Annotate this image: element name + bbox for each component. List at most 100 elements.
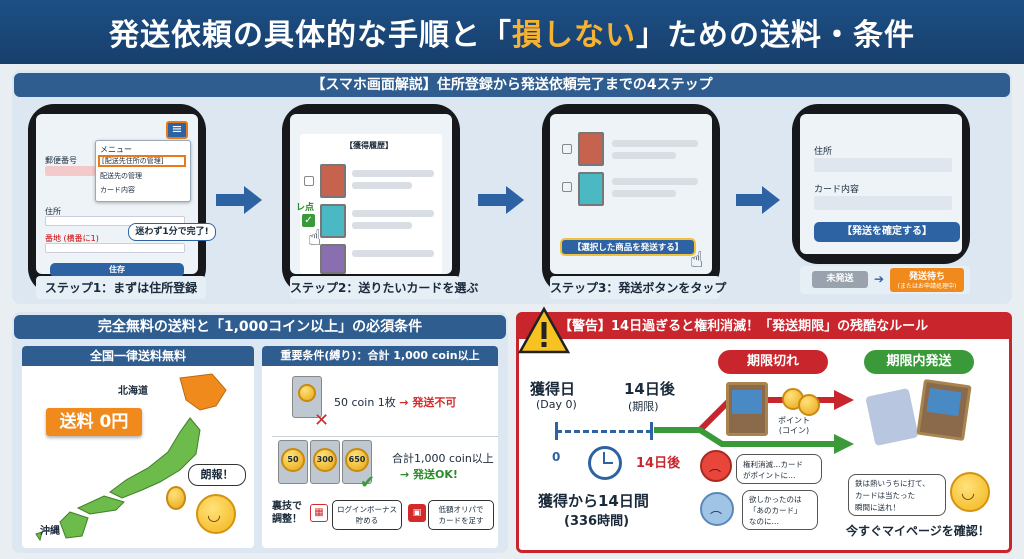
menu-item-address[interactable]: [配送先住所の管理] <box>98 155 186 167</box>
card-thumbnail <box>320 244 346 274</box>
shipping-title: 完全無料の送料と「1,000コイン以上」の必須条件 <box>14 315 506 339</box>
good-news-bubble: 朗報！ <box>188 464 246 486</box>
field-address-input[interactable] <box>45 216 185 226</box>
arrow-right-icon <box>244 186 262 214</box>
menu-title: メニュー <box>100 145 132 154</box>
checkbox[interactable] <box>562 182 572 192</box>
confirm-shipping-button[interactable]: 【発送を確定する】 <box>814 222 960 242</box>
coin-icon: 300 <box>313 448 337 472</box>
step3-caption: ステップ3：発送ボタンをタップ <box>550 276 726 299</box>
arrow-right-icon <box>506 186 524 214</box>
hokkaido-label: 北海道 <box>118 386 148 397</box>
checkbox[interactable] <box>562 144 572 154</box>
calendar-icon: ▦ <box>310 504 328 522</box>
flow-arrow <box>478 194 508 206</box>
field-street-input[interactable] <box>45 243 185 253</box>
arrow-right-icon: ➔ <box>874 272 885 286</box>
history-header: 【獲得履歴】 <box>345 141 393 150</box>
period-sub: (336時間) <box>564 514 630 529</box>
combo-result: → 発送OK! <box>400 468 458 481</box>
status-pending-label: 発送待ち <box>908 272 945 282</box>
expired-label: 期限切れ <box>718 350 828 374</box>
arrow-right-icon <box>762 186 780 214</box>
happy-bubble: 鉄は熱いうちに打て、 カードは当たった 瞬間に送れ！ <box>848 474 946 516</box>
period-label: 獲得から14日間 <box>538 492 649 510</box>
page-title: 発送依頼の具体的な手順と「損しない」ための送料・条件 <box>109 18 915 53</box>
day0-sub: (Day 0) <box>536 398 577 411</box>
field-postal-input[interactable] <box>45 166 95 176</box>
status-pending <box>890 268 964 292</box>
coin-icon: 50 <box>281 448 305 472</box>
timeline-dashed <box>556 430 652 433</box>
step1-caption: ステップ1：まずは住所登録 <box>36 276 206 299</box>
notch <box>850 104 912 114</box>
axis-zero: 0 <box>552 450 561 464</box>
trick-label: 裏技で 調整！ <box>272 501 302 525</box>
card-art <box>732 390 762 414</box>
angry-face-mouth: ︵ <box>709 460 722 474</box>
flow-arrow <box>216 194 246 206</box>
day0-label: 獲得日 <box>530 380 576 398</box>
single-card-text: 50 coin 1枚 → 発送不可 <box>334 396 457 409</box>
notch <box>600 104 662 114</box>
timeline-tick-end <box>650 422 653 440</box>
smiley-icon <box>196 494 236 534</box>
field-postal-label: 郵便番号 <box>45 156 77 165</box>
clock-icon <box>588 446 622 480</box>
gift-icon: ▣ <box>408 504 426 522</box>
menu-item-cards[interactable]: カード内容 <box>100 186 135 194</box>
flow-arrow <box>736 194 764 206</box>
sad-face-icon <box>700 492 734 526</box>
cross-icon: ✕ <box>314 410 330 431</box>
card-thumbnail <box>320 164 346 198</box>
clock-hand <box>603 462 613 464</box>
tip-login-bonus: ログインボーナス 貯める <box>332 500 402 530</box>
dropdown-menu <box>95 140 191 202</box>
condition-title: 重要条件(縛り)：合計 1,000 coin以上 <box>262 346 498 366</box>
card-display <box>814 196 952 210</box>
card-thumbnail <box>578 172 604 206</box>
sad-bubble-1: 権利消滅…カード がポイントに… <box>736 454 822 484</box>
ship-selected-button[interactable]: 【選択した商品を発送する】 <box>560 238 696 256</box>
hamburger-menu-icon[interactable]: ≡ <box>166 121 188 139</box>
check-label: レ点 <box>296 203 315 213</box>
field-address-label: 住所 <box>814 147 833 157</box>
step2-caption: ステップ2：送りたいカードを選ぶ <box>290 276 478 299</box>
clock-hand <box>603 452 605 464</box>
status-pending-sub: (またはお申請処理中) <box>897 283 957 290</box>
smiley-face: ◡ <box>207 505 221 524</box>
coin-icon: 650 <box>345 448 369 472</box>
field-street-label: 番地 (横番に1) <box>45 234 99 243</box>
divider <box>272 436 498 437</box>
free-shipping-title: 全国一律送料無料 <box>22 346 254 366</box>
warning-triangle-icon <box>518 306 570 354</box>
warning-title: 【警告】14日過ぎると権利消滅！「発送期限」の残酷なルール <box>519 315 1009 339</box>
card-art <box>926 387 962 417</box>
angry-face-icon <box>700 450 732 482</box>
coin-icon <box>166 486 186 510</box>
day14-sub: (期限) <box>628 400 659 413</box>
card-thumbnail <box>320 204 346 238</box>
status-unshipped: 未発送 <box>812 271 868 288</box>
tip-low-cost-oripa: 低額オリパで カードを足す <box>428 500 494 530</box>
axis-14days: 14日後 <box>636 456 681 471</box>
smiley-icon <box>950 472 990 512</box>
combo-text: 合計1,000 coin以上 <box>392 452 494 465</box>
card-thumbnail <box>578 132 604 166</box>
sad-face-mouth: ︵ <box>710 502 723 516</box>
address-display <box>814 158 952 172</box>
checkbox[interactable] <box>304 176 314 186</box>
day14-label: 14日後 <box>624 380 675 398</box>
page-header: 発送依頼の具体的な手順と「損しない」ための送料・条件 <box>0 0 1024 64</box>
checkbox-checked-icon[interactable]: ✓ <box>302 214 315 227</box>
notch <box>86 104 148 114</box>
menu-item-shipping[interactable]: 配送先の管理 <box>100 172 142 180</box>
notch <box>340 104 402 114</box>
okinawa-label: 沖縄 <box>40 526 60 537</box>
save-button[interactable]: 住存 <box>50 263 184 277</box>
cta-text: 今すぐマイページを確認！ <box>846 524 990 538</box>
steps-title: 【スマホ画面解説】住所登録から発送依頼完了までの4ステップ <box>14 73 1010 97</box>
points-label: ポイント (コイン) <box>778 416 810 435</box>
field-card-label: カード内容 <box>814 185 860 195</box>
intime-label: 期限内発送 <box>864 350 974 374</box>
